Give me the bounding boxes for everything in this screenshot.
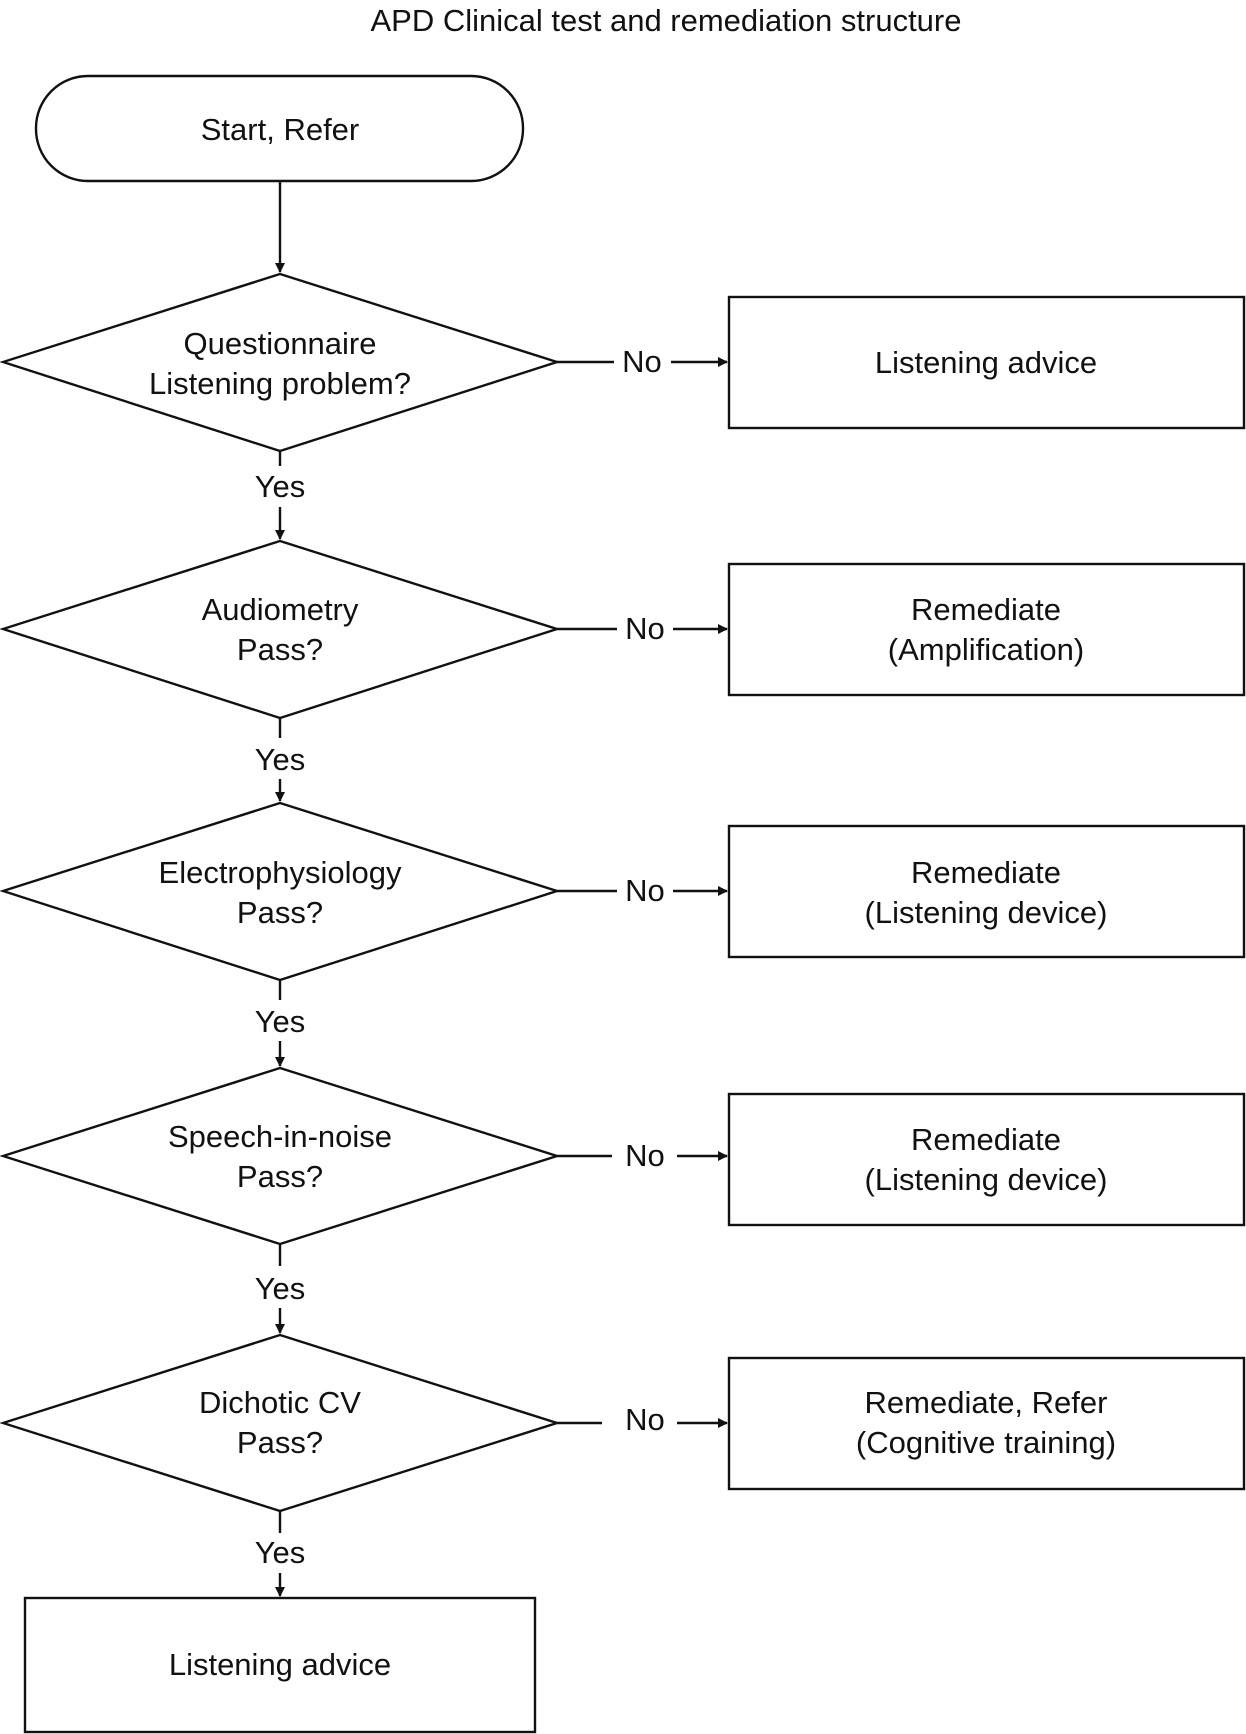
outcome-box-shape: [727, 1092, 1246, 1227]
decision-dichotic-cv: Dichotic CV Pass?: [0, 1333, 561, 1513]
outcome-line1: Remediate: [911, 1122, 1061, 1157]
decision-diamond-shape: [0, 1333, 561, 1513]
outcome-amplification: Remediate (Amplification): [727, 562, 1246, 697]
decision-diamond-shape: [0, 801, 561, 982]
start-node: Start, Refer: [34, 74, 525, 183]
outcome-line2: (Amplification): [888, 632, 1084, 667]
yes-label: Yes: [255, 1271, 306, 1306]
outcome-box-shape: [727, 562, 1246, 697]
outcome-line1: Remediate, Refer: [865, 1385, 1108, 1420]
decision-line2: Pass?: [237, 1159, 323, 1194]
outcome-cognitive-training: Remediate, Refer (Cognitive training): [727, 1356, 1246, 1491]
start-label: Start, Refer: [201, 112, 360, 147]
no-label: No: [622, 344, 662, 379]
end-label: Listening advice: [169, 1647, 391, 1682]
outcome-line2: (Listening device): [865, 1162, 1108, 1197]
decision-audiometry: Audiometry Pass?: [0, 539, 561, 720]
no-label: No: [625, 611, 665, 646]
outcome-listening-device: Remediate (Listening device): [727, 1092, 1246, 1227]
outcome-listening-advice: Listening advice: [727, 295, 1246, 430]
decision-diamond-shape: [0, 272, 561, 453]
decision-line1: Audiometry: [202, 592, 359, 627]
end-node: Listening advice: [23, 1596, 537, 1734]
decision-diamond-shape: [0, 539, 561, 720]
decision-line2: Listening problem?: [149, 366, 411, 401]
no-label: No: [625, 873, 665, 908]
decision-line2: Pass?: [237, 632, 323, 667]
decision-line1: Dichotic CV: [199, 1385, 361, 1420]
outcome-listening-device: Remediate (Listening device): [727, 824, 1246, 959]
outcome-box-shape: [727, 295, 1246, 430]
decision-diamond-shape: [0, 1066, 561, 1246]
yes-label: Yes: [255, 742, 306, 777]
outcome-line2: (Listening device): [865, 895, 1108, 930]
outcome-line1: Remediate: [911, 592, 1061, 627]
outcome-line1: Listening advice: [875, 345, 1097, 380]
yes-label: Yes: [255, 1004, 306, 1039]
decision-line1: Speech-in-noise: [168, 1119, 392, 1154]
outcome-box-shape: [727, 1356, 1246, 1491]
decision-questionnaire: Questionnaire Listening problem?: [0, 272, 561, 453]
diagram-title: APD Clinical test and remediation struct…: [371, 3, 962, 38]
decision-line1: Electrophysiology: [159, 855, 402, 890]
outcome-box-shape: [727, 824, 1246, 959]
yes-label: Yes: [255, 469, 306, 504]
decision-line2: Pass?: [237, 895, 323, 930]
outcome-line2: (Cognitive training): [856, 1425, 1116, 1460]
no-label: No: [625, 1138, 665, 1173]
decision-line1: Questionnaire: [183, 326, 376, 361]
no-label: No: [625, 1402, 665, 1437]
yes-label: Yes: [255, 1535, 306, 1570]
outcome-line1: Remediate: [911, 855, 1061, 890]
end-box-shape: [23, 1596, 537, 1734]
decision-speech-in-noise: Speech-in-noise Pass?: [0, 1066, 561, 1246]
decision-line2: Pass?: [237, 1425, 323, 1460]
decision-electrophysiology: Electrophysiology Pass?: [0, 801, 561, 982]
